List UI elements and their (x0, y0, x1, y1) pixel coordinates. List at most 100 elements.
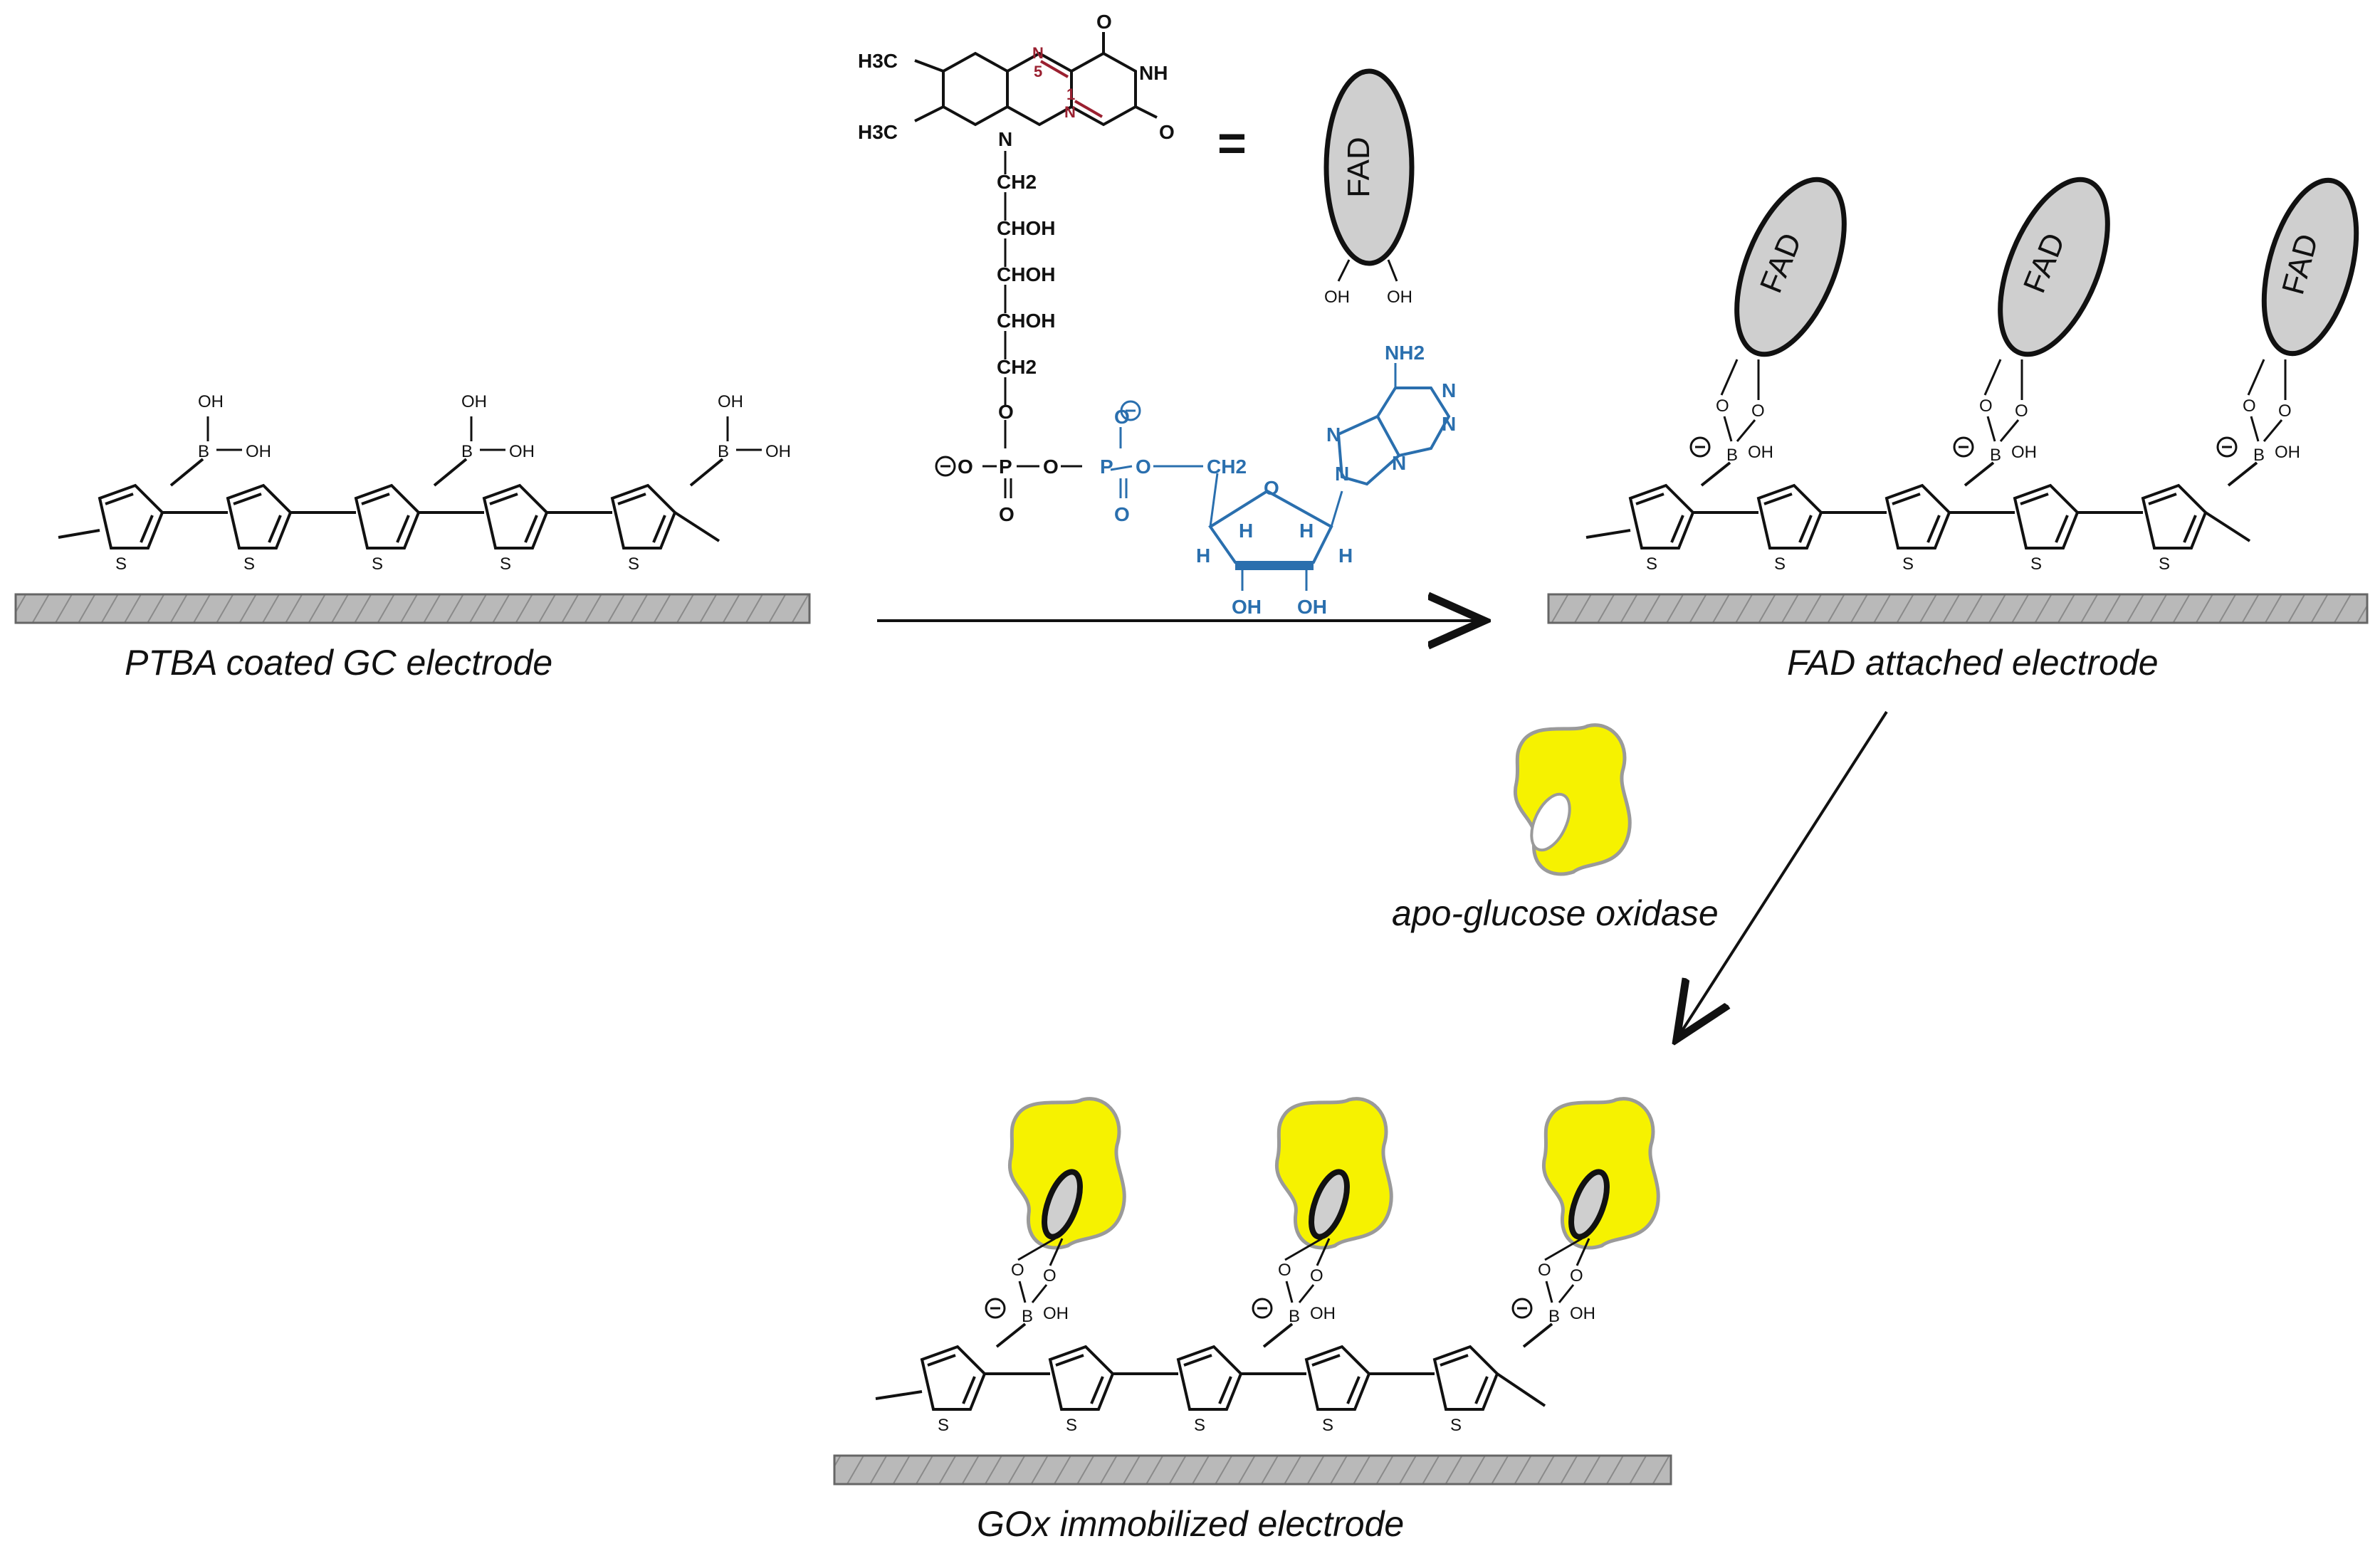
adenine-n: N (1335, 463, 1349, 485)
ptba-caption: PTBA coated GC electrode (125, 643, 552, 683)
electrode-bar (833, 1454, 1672, 1486)
adenine-n: N (1326, 424, 1341, 446)
ester-o: O (998, 401, 1014, 423)
hydroxyl-label: OH (1324, 288, 1350, 307)
amine-label: NH2 (1385, 342, 1425, 364)
ch2-label: CH2 (997, 356, 1037, 378)
ring-sulfur-labels: S S S S S (115, 554, 639, 574)
fad-unit: B OH O O FAD (1953, 177, 2110, 487)
pyrophosphate (935, 400, 1175, 498)
boron-label: B (1990, 446, 2001, 465)
boron-label: B (1548, 1307, 1560, 1326)
sulfur-label: S (500, 554, 511, 574)
sulfur-label: S (243, 554, 255, 574)
gox-unit: B OH O O (1511, 1099, 1658, 1348)
ester-o: O (1278, 1261, 1291, 1280)
ester-o: O (1011, 1261, 1024, 1280)
sulfur-label: S (2030, 554, 2042, 574)
ester-o: O (1310, 1266, 1323, 1286)
fad-symbol: FAD OH OH (1323, 68, 1415, 307)
ribose-h: H (1299, 520, 1314, 542)
phosphate-o: O (1114, 503, 1130, 525)
ester-o: O (1043, 1266, 1057, 1286)
ch2-label: CH2 (997, 171, 1037, 193)
ester-o: O (1979, 396, 1993, 416)
polythiophene-chain (1585, 484, 2251, 550)
fad-attached-caption: FAD attached electrode (1787, 643, 2159, 683)
adenosine (1175, 363, 1451, 591)
carbonyl-o: O (1096, 11, 1112, 33)
ring-sulfur-labels: S S S S S (938, 1416, 1462, 1435)
gox-caption: GOx immobilized electrode (977, 1504, 1404, 1544)
boron-label: B (1022, 1307, 1033, 1326)
hydroxyl-label: OH (765, 442, 791, 461)
phosphate-o: O (1114, 406, 1130, 428)
ester-o: O (2278, 401, 2292, 421)
gox-unit: B OH O O (1252, 1099, 1391, 1348)
apo-caption: apo-glucose oxidase (1392, 893, 1719, 933)
hydroxyl-label: OH (2275, 443, 2300, 462)
fad-unit: B OH O O FAD (2216, 177, 2359, 487)
gox-unit: B OH O O (985, 1099, 1124, 1348)
ribose-h: H (1196, 545, 1210, 567)
ribose-oh: OH (1297, 596, 1327, 618)
ester-o: O (2243, 396, 2256, 416)
choh-label: CHOH (997, 310, 1055, 332)
fad-chemical-structure: H3C H3C N 5 N 1 O NH O N CH2 CHOH CHOH C… (858, 11, 1456, 618)
fad-attached-electrode: S S S S S B OH O O FAD B OH (1547, 177, 2369, 683)
hydroxyl-label: OH (246, 442, 271, 461)
hydroxyl-label: OH (461, 392, 487, 411)
boronic-acid-groups: B OH OH B OH OH B OH OH (169, 392, 791, 487)
polythiophene-chain (58, 484, 720, 550)
hydroxyl-label: OH (1570, 1304, 1595, 1323)
sulfur-label: S (628, 554, 639, 574)
sulfur-label: S (1194, 1416, 1205, 1435)
hydroxyl-label: OH (198, 392, 224, 411)
sulfur-label: S (1646, 554, 1657, 574)
ester-o: O (1570, 1266, 1583, 1286)
imide-nh: NH (1139, 62, 1168, 84)
sulfur-label: S (1066, 1416, 1077, 1435)
ch2-label: CH2 (1207, 456, 1247, 478)
phosphate-o: O (958, 456, 973, 478)
ptba-electrode: S S S S S B OH OH B OH OH (14, 392, 811, 683)
polythiophene-chain (875, 1345, 1546, 1411)
boron-label: B (1726, 446, 1738, 465)
bridge-o: O (1043, 456, 1059, 478)
methyl-label: H3C (858, 50, 898, 72)
ribose-h: H (1239, 520, 1253, 542)
methyl-label: H3C (858, 121, 898, 143)
electrode-bar (1547, 593, 2369, 624)
sulfur-label: S (2159, 554, 2170, 574)
electrode-bar (14, 593, 811, 624)
sulfur-label: S (938, 1416, 949, 1435)
ribose-h: H (1338, 545, 1353, 567)
choh-label: CHOH (997, 263, 1055, 285)
bridge-o: O (1136, 456, 1151, 478)
ring-o: O (1264, 477, 1279, 499)
phosphorus-label: P (999, 456, 1012, 478)
reconstitution-arrow (1677, 710, 1888, 1039)
choh-label: CHOH (997, 217, 1055, 239)
adenine-n: N (1442, 379, 1456, 401)
sulfur-label: S (372, 554, 383, 574)
boron-label: B (718, 442, 729, 461)
apo-glucose-oxidase: apo-glucose oxidase (1392, 725, 1719, 933)
n5-number: 5 (1034, 63, 1042, 80)
equals-sign: = (1217, 115, 1247, 171)
ribose-oh: OH (1232, 596, 1262, 618)
n1-atom: N (1064, 103, 1076, 121)
sulfur-label: S (115, 554, 127, 574)
ester-o: O (2015, 401, 2028, 421)
boron-label: B (1289, 1307, 1300, 1326)
hydroxyl-label: OH (2011, 443, 2037, 462)
hydroxyl-label: OH (1043, 1304, 1069, 1323)
sulfur-label: S (1902, 554, 1914, 574)
ester-o: O (1751, 401, 1765, 421)
ester-o: O (1716, 396, 1729, 416)
sulfur-label: S (1450, 1416, 1462, 1435)
n1-number: 1 (1066, 85, 1075, 103)
fad-label: FAD (1341, 137, 1376, 198)
boron-label: B (2253, 446, 2265, 465)
adenine-n: N (1442, 413, 1456, 435)
